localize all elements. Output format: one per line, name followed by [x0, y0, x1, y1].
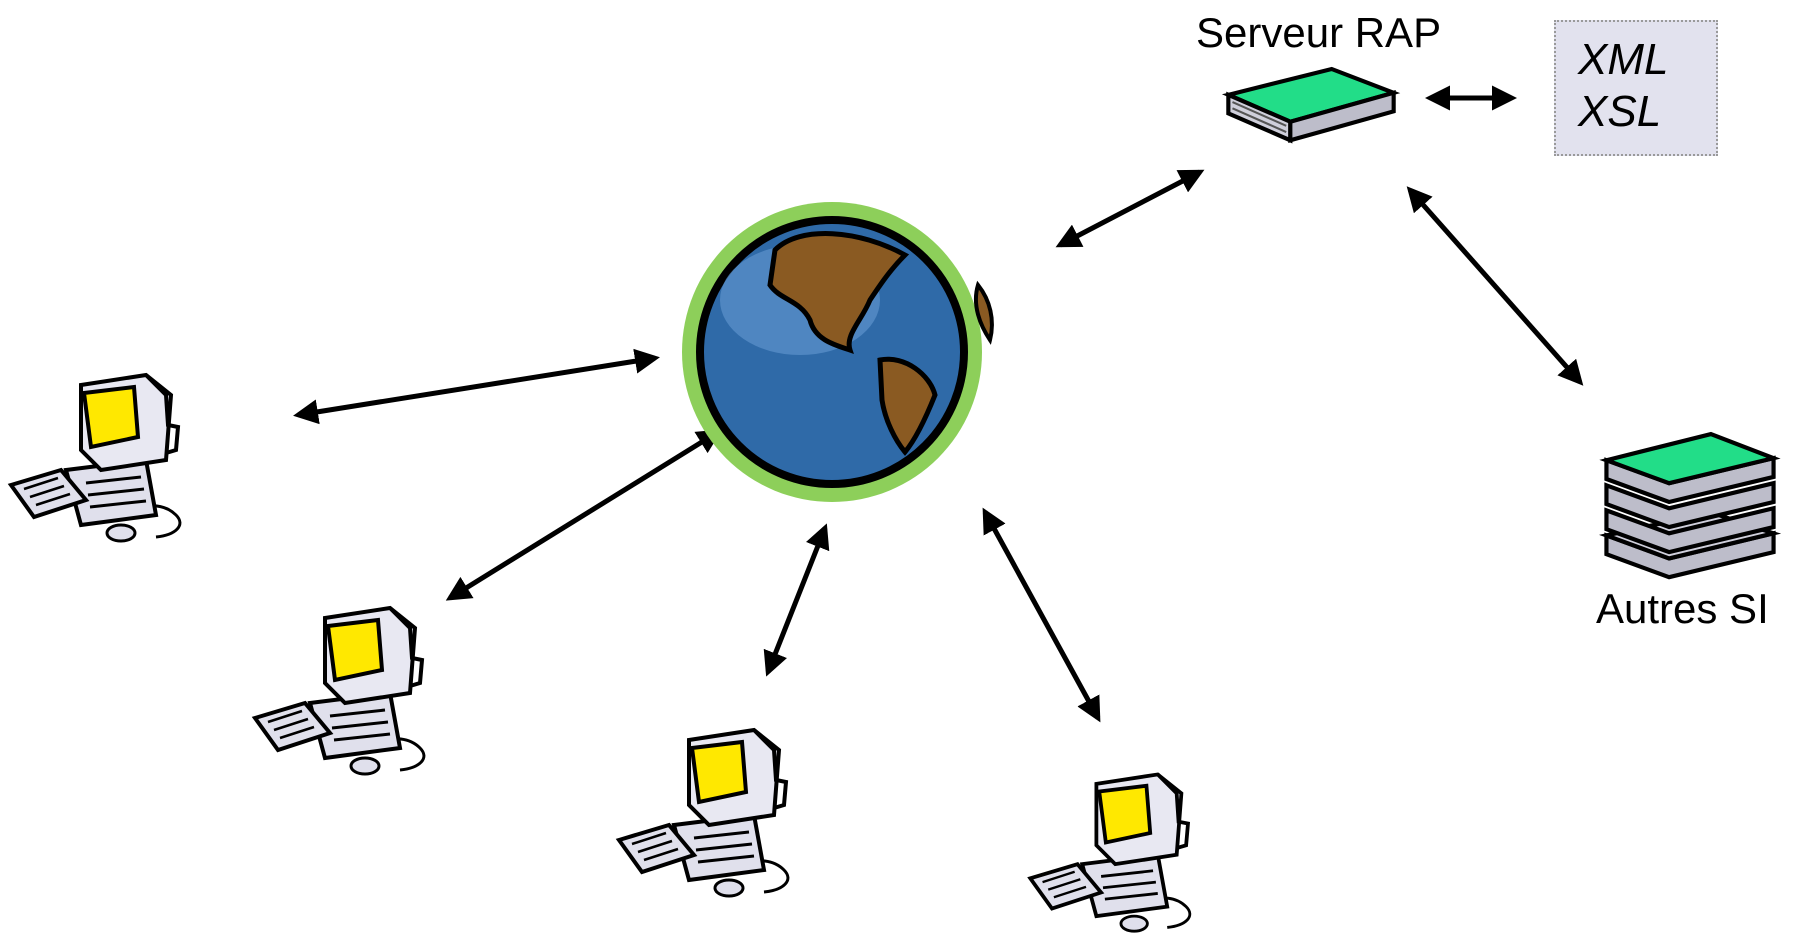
- computer-icon: [617, 728, 790, 898]
- connection-arrows: [293, 85, 1584, 723]
- server-icon: [1228, 69, 1393, 140]
- arrow-computer-2: [445, 429, 723, 601]
- server-stack-icon: [1606, 434, 1773, 577]
- computer-icon: [1028, 772, 1192, 934]
- arrow-globe-server: [1055, 169, 1205, 248]
- computer-icon: [253, 606, 426, 776]
- server-label: Serveur RAP: [1196, 9, 1442, 56]
- arrow-computer-4: [982, 507, 1101, 723]
- arrow-server-other-systems: [1406, 186, 1584, 386]
- format-xsl: XSL: [1578, 87, 1662, 136]
- other-systems-label: Autres SI: [1596, 585, 1769, 632]
- arrow-computer-3: [763, 523, 830, 677]
- globe-icon: [682, 202, 994, 502]
- format-xml: XML: [1578, 35, 1669, 84]
- arrow-computer-1: [293, 348, 660, 425]
- formats-box: XML XSL: [1554, 20, 1718, 156]
- computer-icon: [9, 373, 182, 543]
